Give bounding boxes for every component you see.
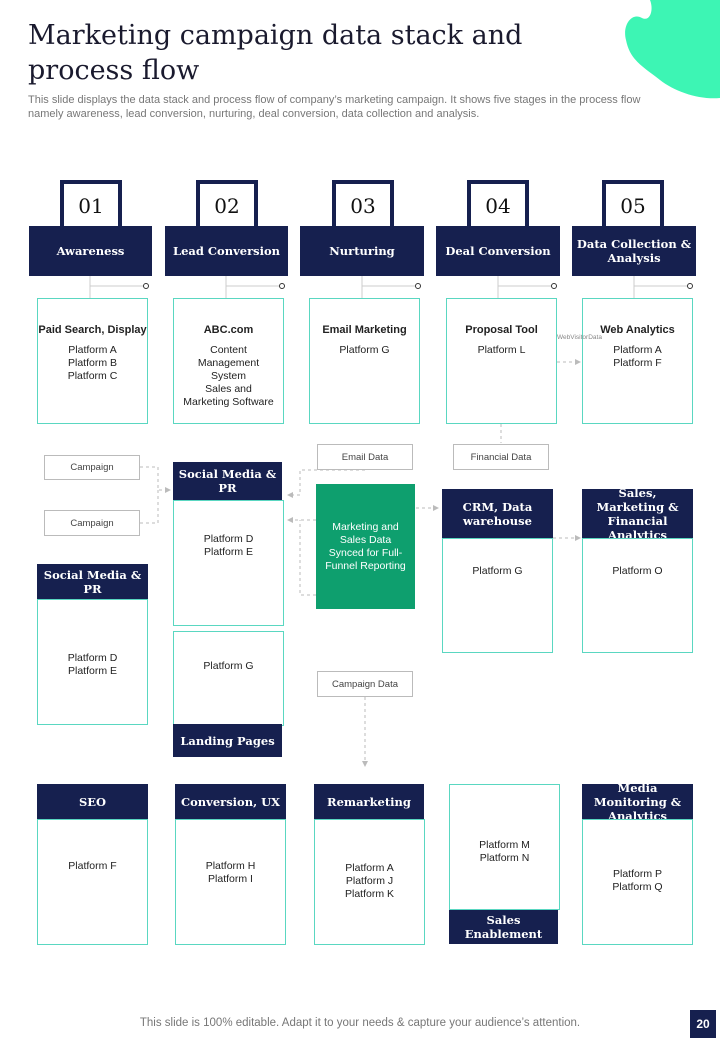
decorative-blob [625,0,720,99]
tool-card-proposal: Proposal Tool Platform L [446,298,557,424]
stage-number-3: 03 [332,180,394,228]
tool-card-email-marketing: Email Marketing Platform G [309,298,420,424]
campaign-tag-2: Campaign [44,510,140,536]
stage-number-4: 04 [467,180,529,228]
sales-financial-analytics-card: Platform O [582,538,693,653]
crm-data-warehouse-card: Platform G [442,538,553,653]
remarketing-header: Remarketing [314,784,424,819]
stage-number-1: 01 [60,180,122,228]
page-title: Marketing campaign data stack and proces… [28,20,523,86]
synced-reporting-box: Marketing and Sales Data Synced for Full… [316,484,415,609]
crm-data-warehouse-header: CRM, Data warehouse [442,489,553,538]
landing-pages-card: Platform G [173,631,284,726]
page-number: 20 [690,1010,716,1038]
campaign-tag-1: Campaign [44,455,140,480]
stage-header-awareness: Awareness [29,226,152,276]
footer-note: This slide is 100% editable. Adapt it to… [139,1017,581,1029]
social-media-pr-header-top: Social Media & PR [173,462,282,500]
seo-header: SEO [37,784,148,819]
stage-header-deal-conversion: Deal Conversion [436,226,560,276]
stage-header-nurturing: Nurturing [300,226,424,276]
stage-header-data-collection: Data Collection & Analysis [572,226,696,276]
sales-enablement-header: Sales Enablement [449,910,558,944]
stage-number-2: 02 [196,180,258,228]
web-visitor-data-label: WebVisitorData [557,334,602,341]
financial-data-tag: Financial Data [453,444,549,470]
sales-financial-analytics-header: Sales, Marketing & Financial Analytics [582,486,693,542]
media-monitoring-header: Media Monitoring & Analytics [582,781,693,823]
seo-card: Platform F [37,819,148,945]
social-media-pr-header-left: Social Media & PR [37,564,148,599]
campaign-data-tag: Campaign Data [317,671,413,697]
stage-header-lead-conversion: Lead Conversion [165,226,288,276]
page-subtitle: This slide displays the data stack and p… [28,94,641,120]
landing-pages-header: Landing Pages [173,724,282,757]
stage-number-5: 05 [602,180,664,228]
email-data-tag: Email Data [317,444,413,470]
conversion-ux-header: Conversion, UX [175,784,286,819]
